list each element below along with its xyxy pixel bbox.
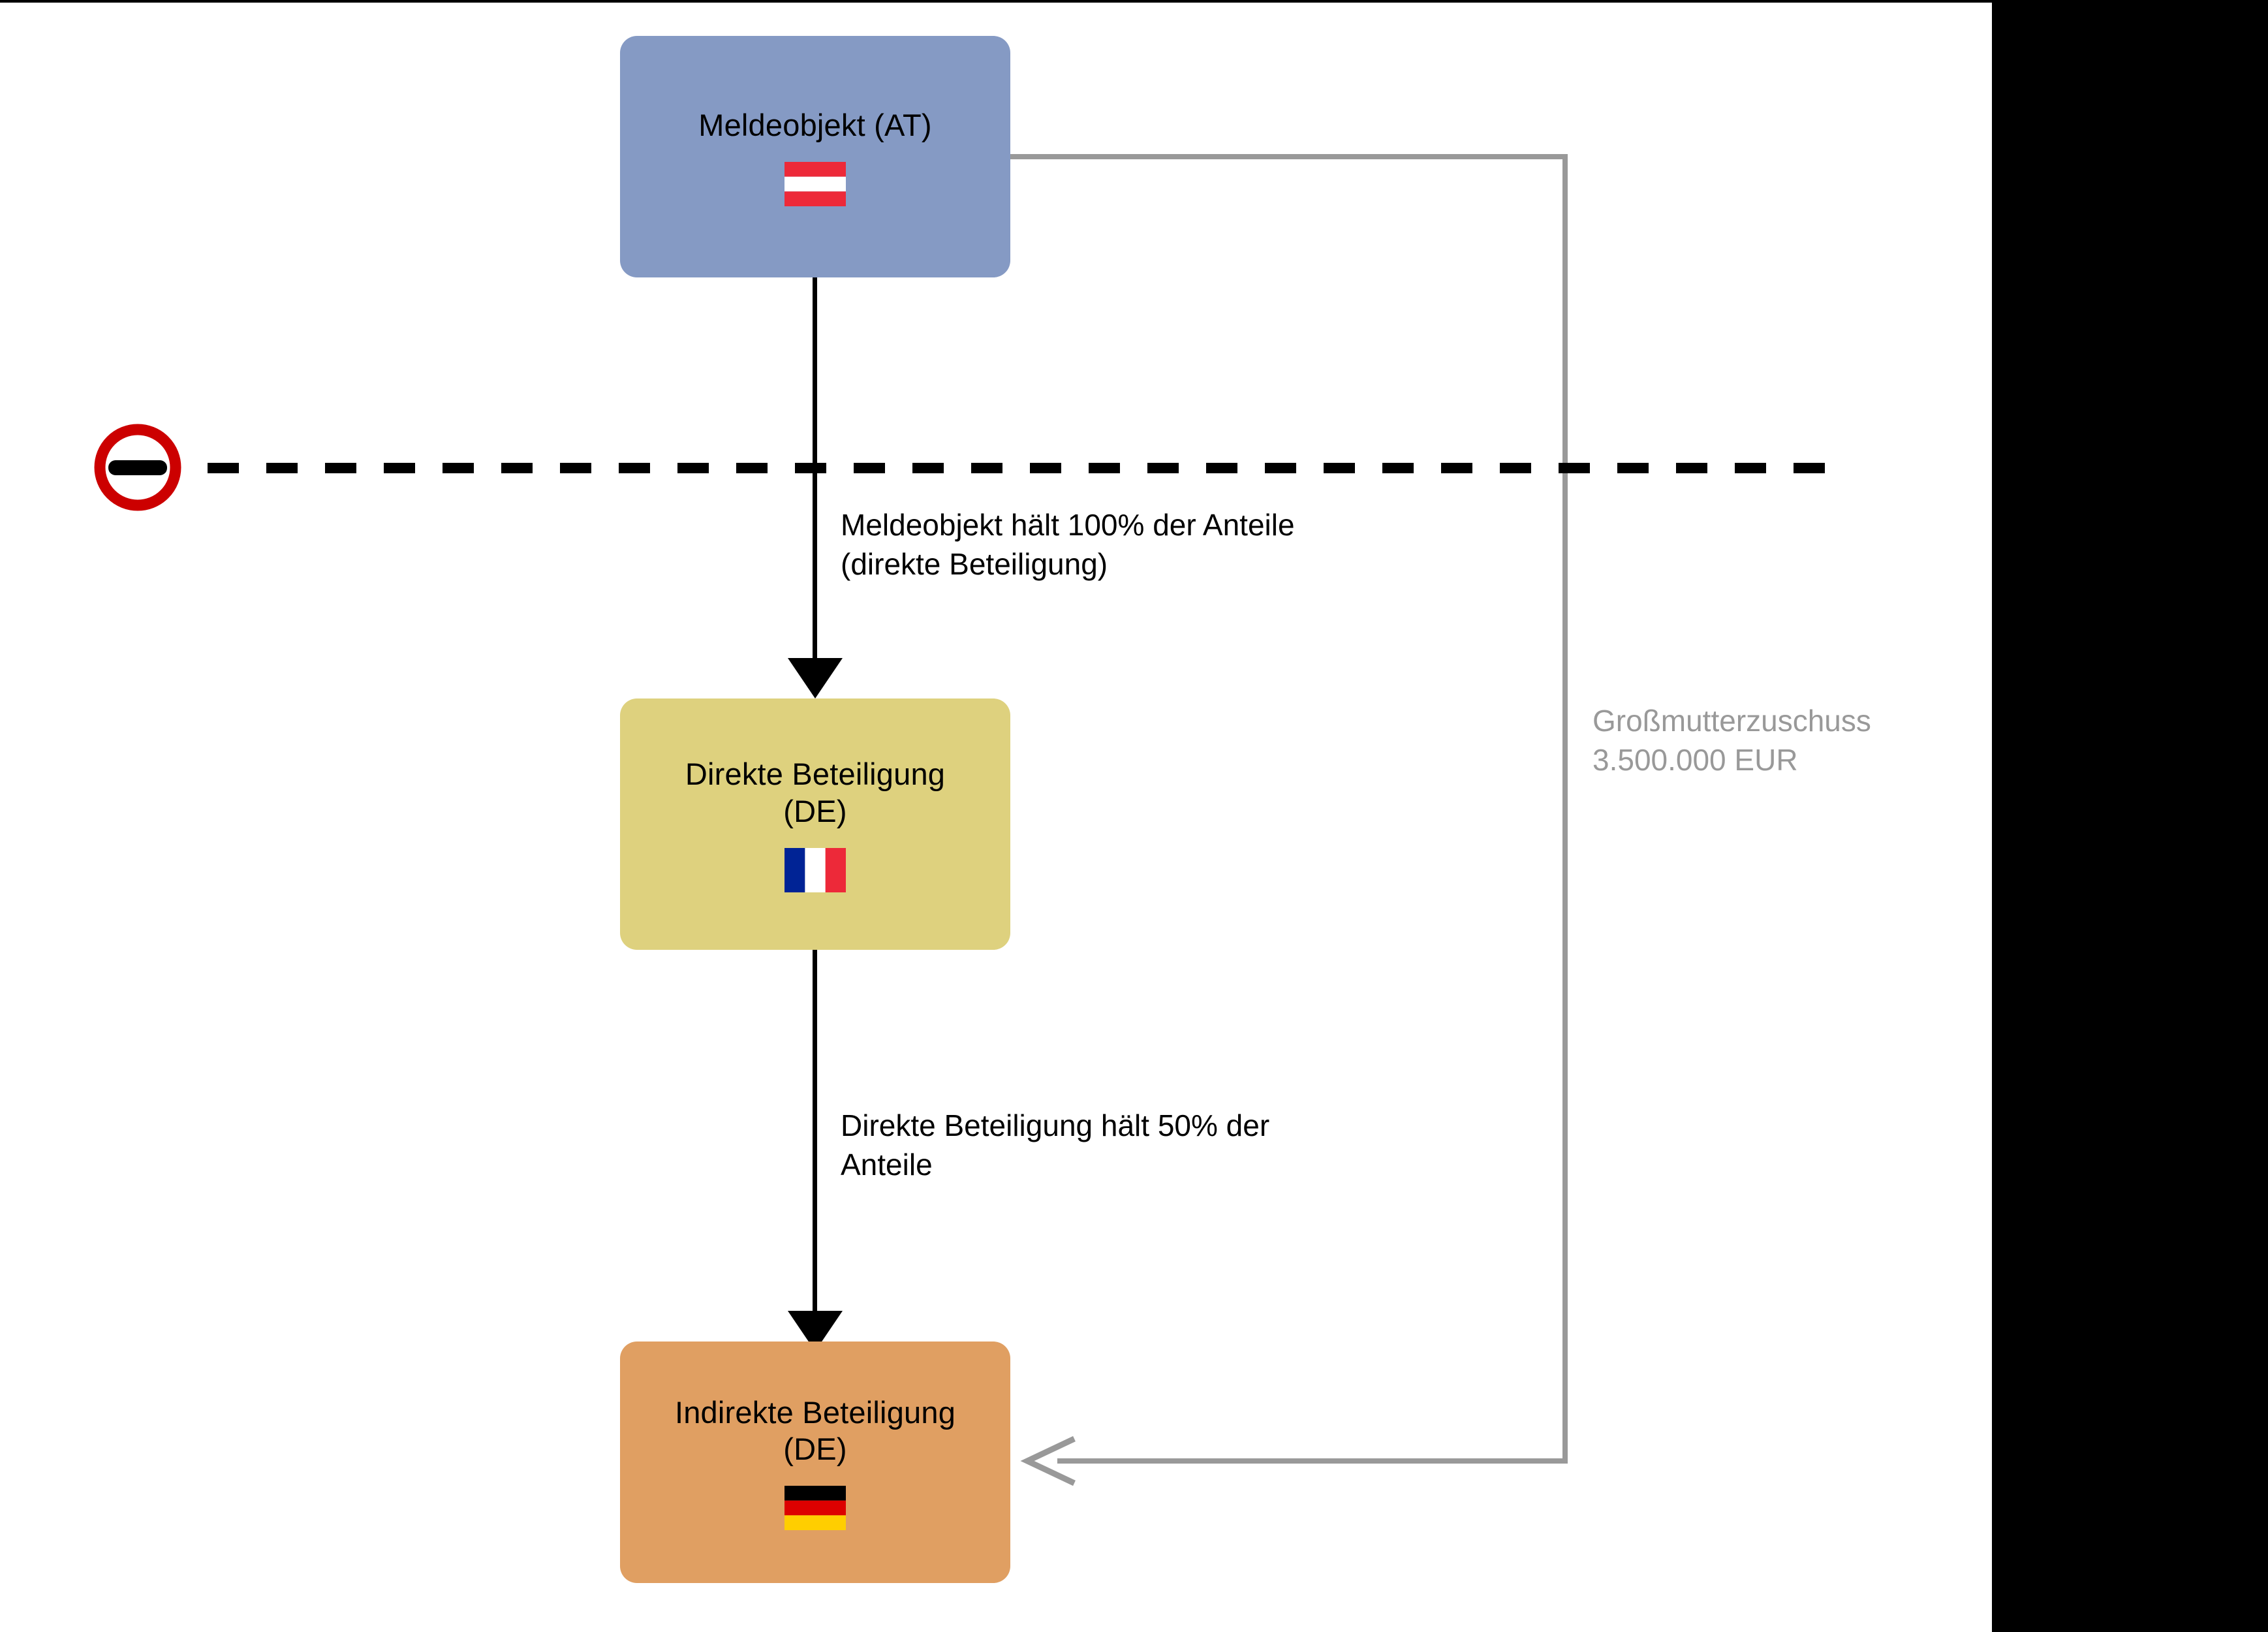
arrowhead-at-to-direct-icon [788,658,843,698]
grant-arrowhead-icon [1020,1436,1076,1486]
edge-line-direct-to-indirect [813,950,817,1312]
node-indirekte-beteiligung-de[interactable]: Indirekte Beteiligung (DE) [620,1342,1010,1583]
grant-edge-segment-right [1562,154,1568,1464]
grant-edge-segment-bottom [1057,1458,1568,1464]
austria-flag-icon [784,162,846,207]
edge-label-direct-to-indirect: Direkte Beteiligung hält 50% der Anteile [841,1108,1270,1182]
diagram-canvas: Meldeobjekt (AT) Direkte Beteiligung (DE… [0,0,1992,1632]
node-meldeobjekt-at[interactable]: Meldeobjekt (AT) [620,36,1010,277]
germany-flag-icon [784,1486,846,1531]
edge-label-grandmother-grant: Großmutterzuschuss 3.500.000 EUR [1592,704,1871,777]
canvas-top-border [0,0,1992,3]
france-flag-icon [784,847,846,892]
country-border-dashed-line [208,463,1833,473]
edge-label-at-to-direct: Meldeobjekt hält 100% der Anteile (direk… [841,508,1295,581]
node-direkte-beteiligung-de-label: Direkte Beteiligung (DE) [685,757,946,828]
node-indirekte-beteiligung-de-label: Indirekte Beteiligung (DE) [674,1394,956,1466]
no-entry-border-icon [94,424,181,511]
grant-edge-segment-top [1010,154,1568,159]
node-meldeobjekt-at-label: Meldeobjekt (AT) [698,107,932,142]
node-direkte-beteiligung-de[interactable]: Direkte Beteiligung (DE) [620,698,1010,950]
